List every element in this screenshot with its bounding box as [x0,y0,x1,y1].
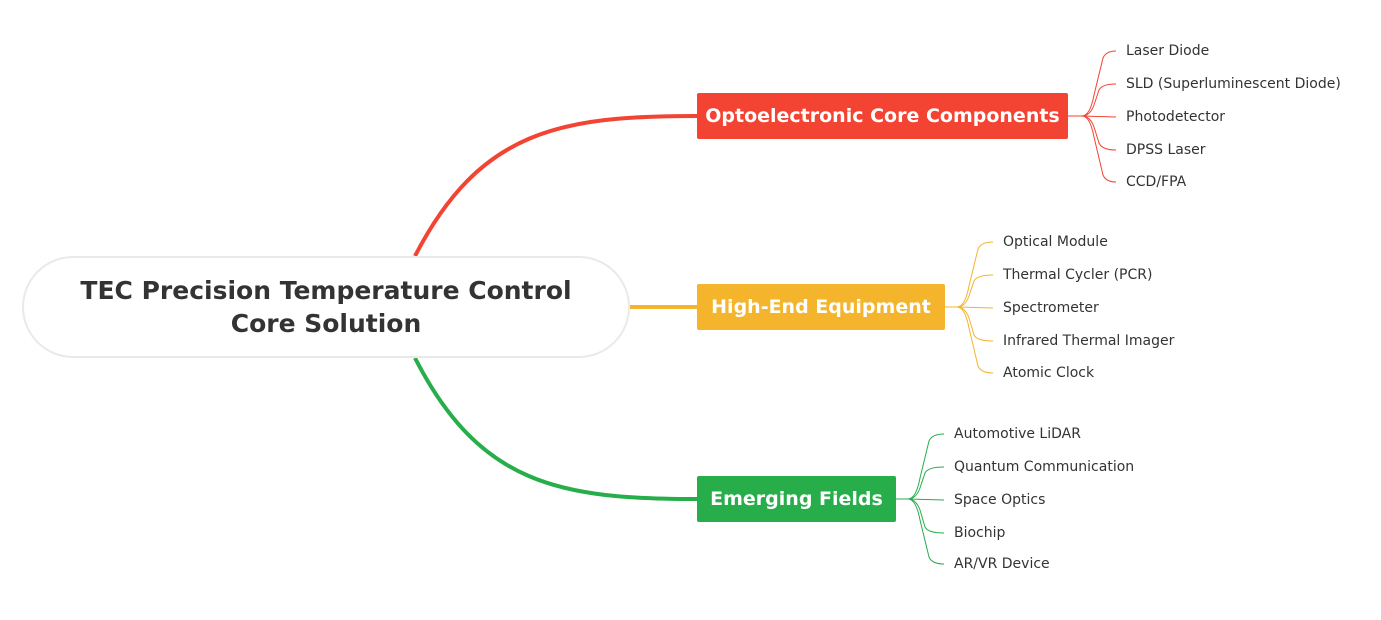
leaf-optical-module[interactable]: Optical Module [1003,234,1108,250]
connector-root-emerging [413,357,698,501]
leaf-automotive-lidar[interactable]: Automotive LiDAR [954,426,1081,442]
leaf-laser-diode[interactable]: Laser Diode [1126,43,1210,59]
connector-root-optoelectronic [413,114,698,257]
leaf-thermal-cycler[interactable]: Thermal Cycler (PCR) [1003,267,1153,283]
leaf-space-optics[interactable]: Space Optics [954,492,1046,508]
leaf-connectors-optoelectronic [1068,50,1117,183]
root-topic[interactable]: TEC Precision Temperature Control Core S… [22,256,630,358]
leaf-biochip[interactable]: Biochip [954,525,1006,541]
leaf-infrared-thermal-imager[interactable]: Infrared Thermal Imager [1003,333,1175,349]
branch-label: Emerging Fields [710,488,883,510]
leaf-ccd-fpa[interactable]: CCD/FPA [1126,174,1187,190]
leaf-ar-vr-device[interactable]: AR/VR Device [954,556,1050,572]
branch-optoelectronic-core-components[interactable]: Optoelectronic Core Components [697,93,1068,139]
leaf-quantum-communication[interactable]: Quantum Communication [954,459,1135,475]
leaf-dpss-laser[interactable]: DPSS Laser [1126,142,1206,158]
leaf-connectors-equipment [945,241,994,374]
leaf-atomic-clock[interactable]: Atomic Clock [1003,365,1095,381]
leaf-spectrometer[interactable]: Spectrometer [1003,300,1099,316]
branch-label: High-End Equipment [711,296,931,318]
leaf-photodetector[interactable]: Photodetector [1126,109,1226,125]
leaf-connectors-emerging [896,433,945,565]
root-topic-title: TEC Precision Temperature Control Core S… [80,276,572,338]
branch-label: Optoelectronic Core Components [705,105,1060,127]
branch-high-end-equipment[interactable]: High-End Equipment [697,284,945,330]
branch-emerging-fields[interactable]: Emerging Fields [697,476,896,522]
leaf-sld[interactable]: SLD (Superluminescent Diode) [1126,76,1341,92]
